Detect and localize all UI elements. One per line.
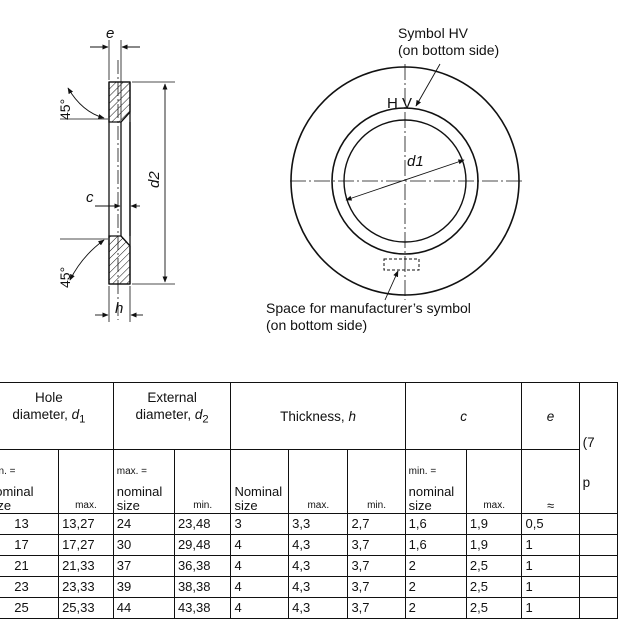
table-cell: 2 [404, 576, 467, 598]
table-cell: 4 [230, 534, 290, 556]
table-cell: 1 [521, 555, 580, 577]
c-header: c [404, 382, 523, 450]
table-cell: 17 [0, 534, 60, 556]
table-cell: 23,48 [173, 513, 232, 535]
space-note-line2: (on bottom side) [266, 317, 367, 333]
table-cell: 4,3 [288, 597, 349, 619]
table-cell: 3,7 [347, 534, 406, 556]
thickness-header: Thickness, h [230, 382, 406, 450]
group-header-row: Hole diameter, d1 External diameter, d2 … [0, 382, 619, 514]
section-view [60, 40, 175, 322]
table-cell: 21 [0, 555, 60, 577]
table-cell: 0,5 [521, 513, 580, 535]
thick-nominal-subheader: Nominal size [230, 449, 290, 514]
e-approx-subheader: ≈ [521, 449, 580, 514]
truncated-cell [578, 534, 619, 556]
truncated-cell [578, 555, 619, 577]
hole-max-subheader: max. [58, 449, 114, 514]
truncated-cell [578, 576, 619, 598]
subheader-row: min. = nominal size max. max. = nominal … [0, 449, 618, 514]
table-cell: 1,9 [465, 513, 523, 535]
table-cell: 21,33 [58, 555, 114, 577]
truncated-cell [578, 597, 619, 619]
table-cell: 30 [112, 534, 175, 556]
table-cell: 2 [404, 597, 467, 619]
ext-min-subheader: min. [173, 449, 232, 514]
truncated-header: (7 p [578, 382, 619, 514]
table-cell: 1 [521, 576, 580, 598]
table-cell: 39 [112, 576, 175, 598]
table-cell: 4 [230, 576, 290, 598]
c-max-subheader: max. [465, 449, 523, 514]
table-cell: 36,38 [173, 555, 232, 577]
table-cell: 2 [404, 555, 467, 577]
table-cell: 4,3 [288, 576, 349, 598]
label-c: c [86, 189, 94, 206]
label-d2: d2 [146, 171, 163, 188]
table-cell: 3 [230, 513, 290, 535]
table-cell: 2,5 [465, 597, 523, 619]
washer-drawing: e c h d2 45° 45° H V d1 Symbol HV (on bo… [57, 25, 522, 333]
angle-bottom-label: 45° [57, 267, 73, 288]
table-cell: 38,38 [173, 576, 232, 598]
table-cell: 1 [521, 534, 580, 556]
table-cell: 4 [230, 597, 290, 619]
table-cell: 23 [0, 576, 60, 598]
table-cell: 17,27 [58, 534, 114, 556]
table-cell: 4 [230, 555, 290, 577]
table-cell: 3,7 [347, 597, 406, 619]
thick-max-subheader: max. [288, 449, 349, 514]
table-cell: 29,48 [173, 534, 232, 556]
table-cell: 2,7 [347, 513, 406, 535]
dimension-table: Hole diameter, d1 External diameter, d2 … [0, 382, 619, 619]
hv-mark: H V [387, 95, 412, 112]
table-cell: 1 [521, 597, 580, 619]
table-cell: 24 [112, 513, 175, 535]
external-diameter-header: External diameter, d2 [112, 382, 232, 450]
ext-nominal-subheader: max. = nominal size [112, 449, 175, 514]
label-e: e [106, 25, 114, 42]
bottom-section-hatch [108, 235, 131, 285]
truncated-cell [578, 513, 619, 535]
table-cell: 2,5 [465, 576, 523, 598]
table-cell: 1,9 [465, 534, 523, 556]
space-note-line1: Space for manufacturer’s symbol [266, 300, 471, 316]
symbol-note-line2: (on bottom side) [398, 42, 499, 58]
table-cell: 1,6 [404, 534, 467, 556]
table-cell: 37 [112, 555, 175, 577]
table-cell: 13 [0, 513, 60, 535]
table-cell: 25 [0, 597, 60, 619]
e-header: e [521, 382, 580, 450]
top-section-hatch [108, 81, 131, 123]
table-cell: 3,7 [347, 576, 406, 598]
plan-view [290, 63, 522, 301]
hole-diameter-header: Hole diameter, d1 [0, 382, 114, 450]
label-d1: d1 [407, 153, 424, 170]
table-cell: 25,33 [58, 597, 114, 619]
table-cell: 4,3 [288, 534, 349, 556]
table-cell: 23,33 [58, 576, 114, 598]
table-cell: 13,27 [58, 513, 114, 535]
label-h: h [115, 300, 123, 317]
symbol-note-line1: Symbol HV [398, 25, 469, 41]
table-cell: 44 [112, 597, 175, 619]
table-cell: 3,7 [347, 555, 406, 577]
table-cell: 3,3 [288, 513, 349, 535]
c-nominal-subheader: min. = nominal size [404, 449, 467, 514]
table-cell: 2,5 [465, 555, 523, 577]
table-cell: 1,6 [404, 513, 467, 535]
table-cell: 43,38 [173, 597, 232, 619]
angle-top-label: 45° [57, 99, 73, 120]
hole-nominal-subheader: min. = nominal size [0, 449, 60, 514]
thick-min-subheader: min. [347, 449, 406, 514]
table-cell: 4,3 [288, 555, 349, 577]
